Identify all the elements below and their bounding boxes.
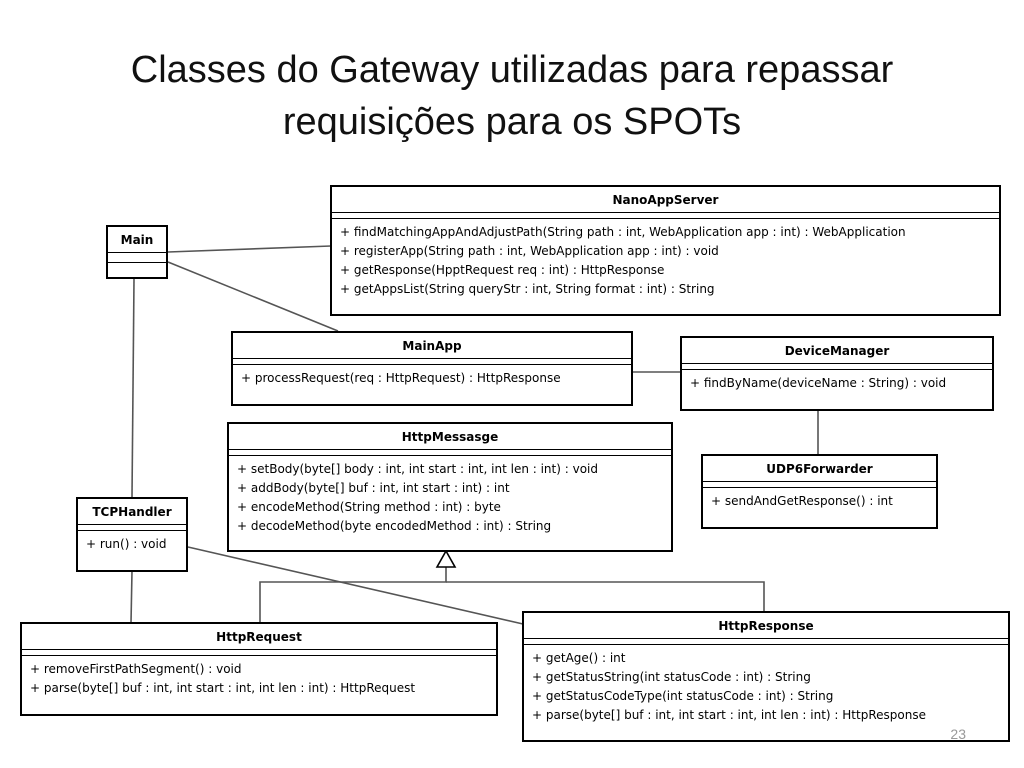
class-tcphandler: TCPHandler + run() : void [76,497,188,572]
class-operations: + setBody(byte[] body : int, int start :… [229,456,671,540]
class-name: MainApp [233,333,631,359]
class-operations: + findByName(deviceName : String) : void [682,370,992,397]
link-main-tcphandler [131,278,135,498]
class-httpmessage: HttpMessasge + setBody(byte[] body : int… [227,422,673,552]
class-attributes [78,525,186,531]
generalization-httprequest [259,566,447,623]
class-attributes [524,639,1008,645]
class-name: HttpRequest [22,624,496,650]
operation: + processRequest(req : HttpRequest) : Ht… [241,371,561,385]
operation: + sendAndGetResponse() : int [711,494,893,508]
class-attributes [108,253,166,263]
class-httprequest: HttpRequest + removeFirstPathSegment() :… [20,622,498,716]
slide-title: Classes do Gateway utilizadas para repas… [0,44,1024,148]
operation: + decodeMethod(byte encodedMethod : int)… [237,519,552,533]
class-operations: + run() : void [78,531,186,558]
class-name: DeviceManager [682,338,992,364]
class-attributes [233,359,631,365]
operation: + findMatchingAppAndAdjustPath(String pa… [340,225,906,239]
operation: + setBody(byte[] body : int, int start :… [237,462,598,476]
class-httpresponse: HttpResponse + getAge() : int + getStatu… [522,611,1010,742]
class-main: Main [106,225,168,279]
class-operations: + removeFirstPathSegment() : void + pars… [22,656,496,702]
operation: + getAge() : int [532,651,626,665]
operation: + getResponse(HpptRequest req : int) : H… [340,263,665,277]
operation: + getStatusCodeType(int statusCode : int… [532,689,834,703]
class-operations: + getAge() : int + getStatusString(int s… [524,645,1008,729]
operation: + parse(byte[] buf : int, int start : in… [532,708,926,722]
class-name: HttpMessasge [229,424,671,450]
generalization-triangle [435,549,457,568]
class-name: HttpResponse [524,613,1008,639]
operation: + removeFirstPathSegment() : void [30,662,242,676]
class-attributes [332,213,999,219]
class-attributes [703,482,936,488]
operation: + encodeMethod(String method : int) : by… [237,500,501,514]
operation: + registerApp(String path : int, WebAppl… [340,244,719,258]
class-operations: + sendAndGetResponse() : int [703,488,936,515]
class-operations: + findMatchingAppAndAdjustPath(String pa… [332,219,999,303]
class-attributes [682,364,992,370]
page-number: 23 [950,726,966,742]
operation: + getAppsList(String queryStr : int, Str… [340,282,715,296]
link-main-mainapp [167,261,339,332]
operation: + getStatusString(int statusCode : int) … [532,670,811,684]
generalization-httpresponse [446,581,765,612]
class-mainapp: MainApp + processRequest(req : HttpReque… [231,331,633,406]
class-name: NanoAppServer [332,187,999,213]
operation: + run() : void [86,537,167,551]
operation: + addBody(byte[] buf : int, int start : … [237,481,510,495]
link-tcphandler-httpresponse [187,546,524,625]
class-attributes [229,450,671,456]
link-tcphandler-httprequest [130,570,133,624]
slide-title-line-1: Classes do Gateway utilizadas para repas… [130,49,894,91]
class-attributes [22,650,496,656]
link-main-nanoappserver [167,245,332,253]
class-operations: + processRequest(req : HttpRequest) : Ht… [233,365,631,392]
class-udp6forwarder: UDP6Forwarder + sendAndGetResponse() : i… [701,454,938,529]
operation: + findByName(deviceName : String) : void [690,376,947,390]
class-name: Main [108,227,166,253]
slide-title-line-2: requisições para os SPOTs [282,101,742,143]
class-name: TCPHandler [78,499,186,525]
class-nanoappserver: NanoAppServer + findMatchingAppAndAdjust… [330,185,1001,316]
class-name: UDP6Forwarder [703,456,936,482]
class-devicemanager: DeviceManager + findByName(deviceName : … [680,336,994,411]
operation: + parse(byte[] buf : int, int start : in… [30,681,416,695]
